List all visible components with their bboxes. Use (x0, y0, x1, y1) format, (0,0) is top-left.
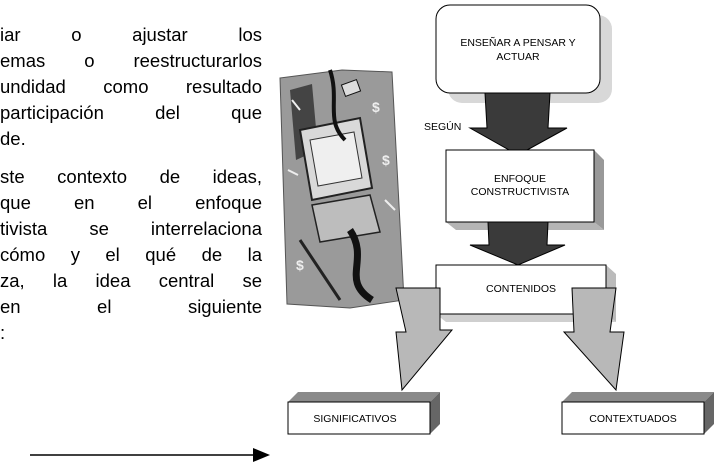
down-arrow-icon (469, 221, 566, 266)
down-arrow-icon (468, 92, 568, 156)
text-line: que en el enfoque (0, 192, 262, 213)
middle-box-line-1: ENFOQUE (494, 173, 546, 185)
computer-money-clipart-icon: $ $ $ (279, 69, 405, 309)
pointer-arrow-icon (30, 448, 270, 462)
left-outcome-box: SIGNIFICATIVOS (287, 392, 440, 435)
text-line: undidad como resultado (0, 76, 262, 97)
text-line: de. (0, 128, 26, 149)
text-line: participación del que (0, 102, 262, 123)
text-line: emas o reestructurarlos (0, 50, 262, 71)
svg-text:$: $ (372, 99, 380, 115)
text-line: cómo y el qué de la (0, 244, 262, 265)
top-box-line-2: ACTUAR (496, 51, 540, 63)
top-box-line-1: ENSEÑAR A PENSAR Y (460, 36, 575, 49)
middle-box-line-2: CONSTRUCTIVISTA (471, 186, 569, 198)
left-branch-arrow-icon (395, 287, 454, 392)
left-box-label: SIGNIFICATIVOS (313, 413, 396, 425)
text-line: za, la idea central se (0, 270, 262, 291)
right-outcome-box: CONTEXTUADOS (561, 392, 714, 435)
text-line: en el siguiente (0, 296, 262, 317)
svg-text:$: $ (382, 152, 390, 168)
svg-text:$: $ (296, 257, 304, 273)
text-line: : (0, 322, 6, 343)
body-text: iar o ajustar los emas o reestructurarlo… (0, 22, 262, 346)
right-box-label: CONTEXTUADOS (589, 413, 677, 425)
right-branch-arrow-icon (562, 287, 625, 392)
connector-label: SEGÚN (424, 120, 461, 133)
paragraph-1: iar o ajustar los emas o reestructurarlo… (0, 22, 262, 152)
paragraph-2: ste contexto de ideas, que en el enfoque… (0, 164, 262, 346)
text-line: ste contexto de ideas, (0, 166, 262, 187)
middle-concept-box: ENFOQUE CONSTRUCTIVISTA (445, 149, 604, 230)
top-concept-box: ENSEÑAR A PENSAR Y ACTUAR (435, 4, 612, 103)
text-line: iar o ajustar los (0, 24, 262, 45)
text-line: tivista se interrelaciona (0, 218, 262, 239)
content-box-label: CONTENIDOS (486, 283, 556, 295)
